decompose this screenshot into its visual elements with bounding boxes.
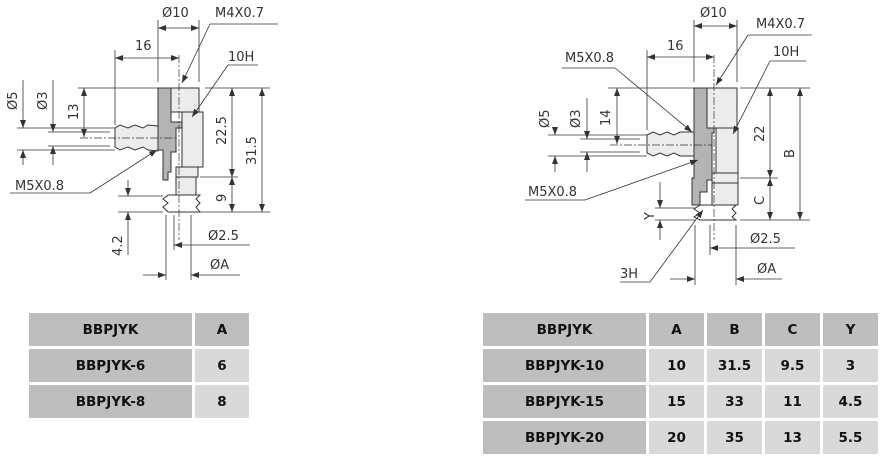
header-B: B (707, 313, 762, 346)
cell-C: 9.5 (765, 349, 820, 382)
header-A: A (195, 313, 249, 346)
cell-A: 6 (195, 349, 249, 382)
left-technical-drawing: Ø10 M4X0.7 16 10H Ø5 Ø3 13 22.5 31.5 M5X… (6, 6, 278, 280)
fitting-body (114, 87, 204, 213)
table-row: BBPJYK-10 10 31.5 9.5 3 (483, 349, 878, 382)
table-header-row: BBPJYK A (29, 313, 249, 346)
cell-A: 15 (649, 385, 704, 418)
dimension-lines (10, 20, 278, 280)
cell-A: 20 (649, 421, 704, 454)
label-C: C (753, 196, 768, 205)
header-C: C (765, 313, 820, 346)
table-row: BBPJYK-15 15 33 11 4.5 (483, 385, 878, 418)
label-31-5: 31.5 (245, 136, 260, 165)
label-dia2-5: Ø2.5 (750, 232, 781, 247)
label-dia5: Ø5 (538, 109, 553, 128)
cell-A: 8 (195, 385, 249, 418)
spec-table-large: BBPJYK A B C Y BBPJYK-10 10 31.5 9.5 3 B… (480, 310, 881, 457)
header-Y: Y (823, 313, 878, 346)
header-A: A (649, 313, 704, 346)
label-Y: Y (643, 212, 658, 221)
label-16: 16 (667, 39, 684, 54)
label-m5x0-8-top: M5X0.8 (565, 51, 614, 66)
label-dia3: Ø3 (569, 109, 584, 128)
cell-model: BBPJYK-10 (483, 349, 646, 382)
label-10h: 10H (773, 45, 799, 60)
right-technical-drawing: Ø10 M4X0.7 16 10H M5X0.8 Ø5 Ø3 14 22 B M… (525, 6, 812, 285)
cell-model: BBPJYK-15 (483, 385, 646, 418)
cell-C: 13 (765, 421, 820, 454)
cell-C: 11 (765, 385, 820, 418)
label-22: 22 (753, 125, 768, 142)
spec-table-small: BBPJYK A BBPJYK-6 6 BBPJYK-8 8 (26, 310, 252, 421)
cell-B: 33 (707, 385, 762, 418)
cell-model: BBPJYK-6 (29, 349, 192, 382)
label-diaA: ØA (757, 262, 776, 277)
label-m4x0-7: M4X0.7 (756, 17, 805, 32)
label-4-2: 4.2 (111, 235, 126, 256)
label-B: B (783, 149, 798, 158)
label-16: 16 (135, 39, 152, 54)
label-dia3: Ø3 (36, 91, 51, 110)
label-14: 14 (599, 109, 614, 126)
label-22-5: 22.5 (215, 116, 230, 145)
cell-Y: 3 (823, 349, 878, 382)
label-10h: 10H (228, 50, 254, 65)
header-model: BBPJYK (483, 313, 646, 346)
dimension-lines (525, 20, 812, 285)
label-dia10: Ø10 (162, 6, 189, 21)
label-dia5: Ø5 (6, 91, 21, 110)
label-dia2-5: Ø2.5 (208, 229, 239, 244)
cell-B: 31.5 (707, 349, 762, 382)
cell-Y: 4.5 (823, 385, 878, 418)
table-header-row: BBPJYK A B C Y (483, 313, 878, 346)
header-model: BBPJYK (29, 313, 192, 346)
cell-model: BBPJYK-8 (29, 385, 192, 418)
table-row: BBPJYK-20 20 35 13 5.5 (483, 421, 878, 454)
table-row: BBPJYK-6 6 (29, 349, 249, 382)
label-3h: 3H (620, 267, 638, 282)
table-row: BBPJYK-8 8 (29, 385, 249, 418)
cell-A: 10 (649, 349, 704, 382)
cell-model: BBPJYK-20 (483, 421, 646, 454)
cell-Y: 5.5 (823, 421, 878, 454)
label-9: 9 (215, 194, 230, 202)
label-diaA: ØA (210, 258, 229, 273)
label-13: 13 (67, 103, 82, 120)
label-dia10: Ø10 (700, 6, 727, 21)
label-m4x0-7: M4X0.7 (215, 6, 264, 21)
label-m5x0-8: M5X0.8 (528, 185, 577, 200)
fitting-body (646, 87, 739, 221)
label-m5x0-8: M5X0.8 (15, 179, 64, 194)
cell-B: 35 (707, 421, 762, 454)
